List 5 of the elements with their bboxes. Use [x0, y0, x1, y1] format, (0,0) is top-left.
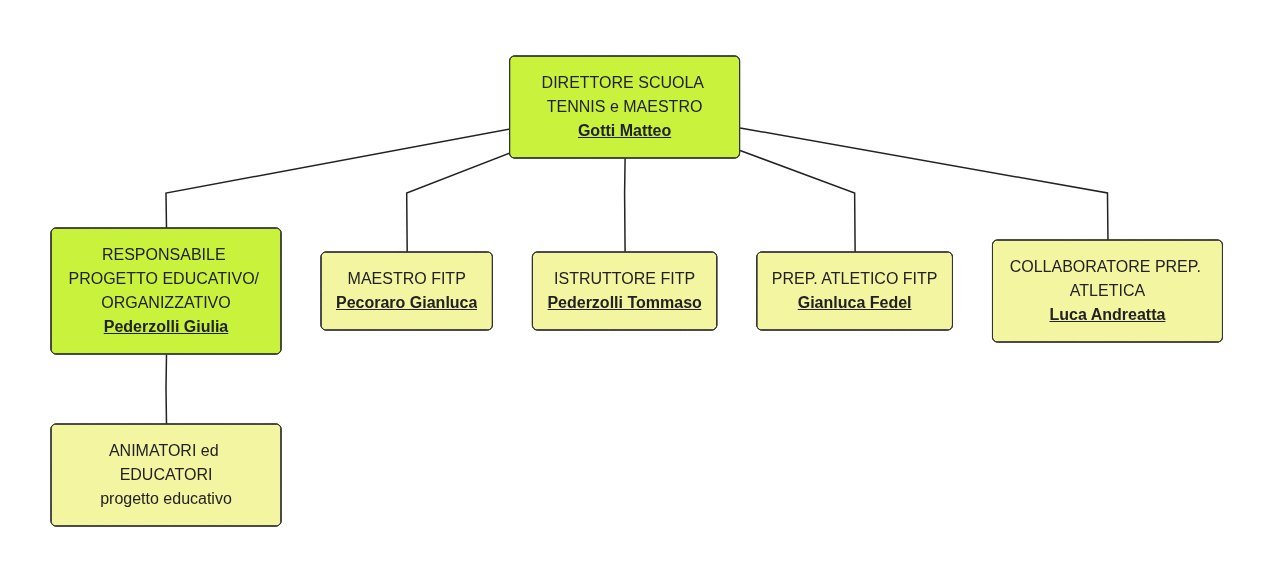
connector [739, 149, 857, 253]
connector [624, 157, 627, 253]
connector [165, 353, 168, 425]
connector [739, 126, 1109, 241]
connector [406, 151, 512, 253]
